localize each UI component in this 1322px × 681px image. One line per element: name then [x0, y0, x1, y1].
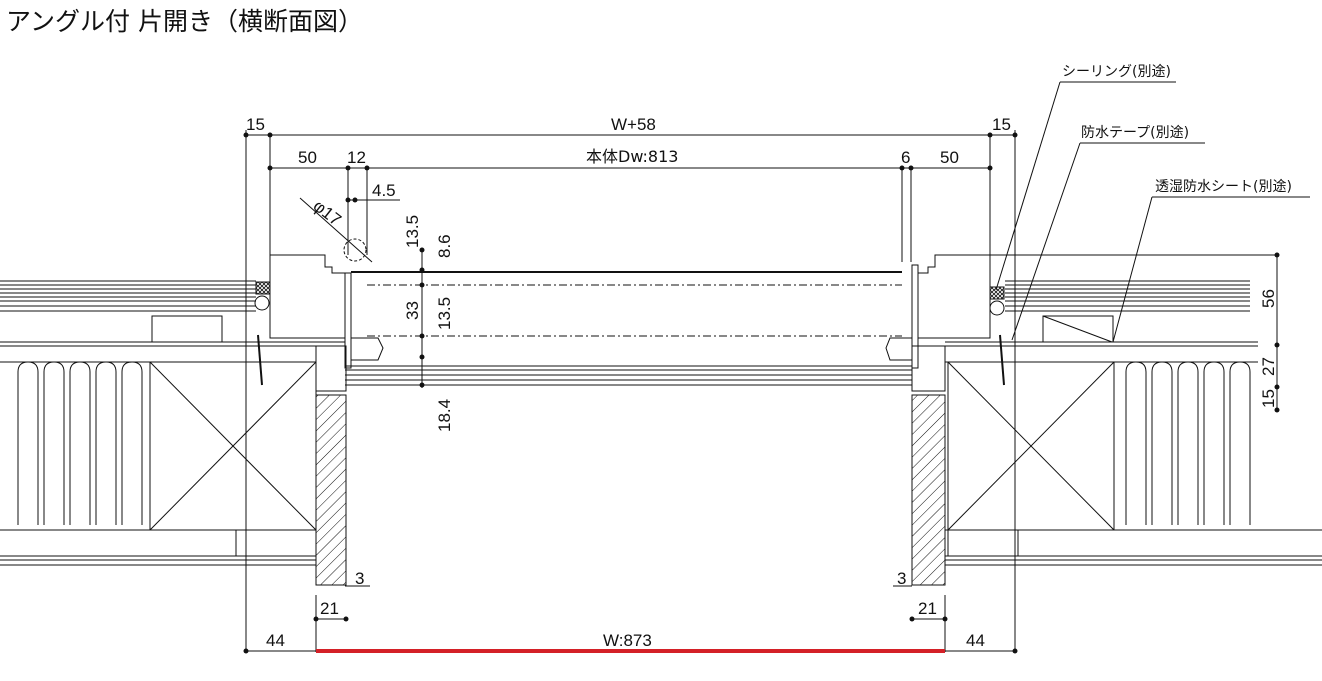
callout-waterproof-tape: 防水テープ(別途)	[1081, 124, 1189, 141]
dim-4-5: 4.5	[372, 181, 396, 200]
dim-v33: 33	[403, 301, 422, 320]
wall-right	[945, 280, 1322, 566]
callout-breathable-sheet: 透湿防水シート(別途)	[1155, 178, 1292, 195]
dim-v18-4: 18.4	[435, 399, 454, 432]
dimension-lines	[243, 130, 1280, 654]
dim-left-50: 50	[298, 148, 317, 167]
drawing-title: アングル付 片開き（横断面図）	[6, 7, 363, 36]
jamb-right	[911, 394, 946, 586]
dim-r56: 56	[1259, 289, 1278, 308]
jamb-left	[315, 394, 347, 586]
dim-left-12: 12	[347, 148, 366, 167]
dim-v8-6: 8.6	[435, 234, 454, 258]
dim-right-50: 50	[940, 148, 959, 167]
dim-r27: 27	[1259, 357, 1278, 376]
dim-right-21: 21	[918, 599, 937, 618]
dim-overall: W+58	[611, 115, 656, 134]
callout-leaders	[995, 81, 1310, 343]
dim-v13-5a: 13.5	[403, 215, 422, 248]
dim-top-right-15: 15	[992, 115, 1011, 134]
dim-phi17: φ17	[310, 196, 345, 229]
dim-left-3: 3	[355, 569, 364, 588]
dim-v13-5b: 13.5	[435, 297, 454, 330]
door-frame	[269, 254, 991, 392]
dim-right-3: 3	[897, 569, 906, 588]
dim-r15: 15	[1259, 389, 1278, 408]
wall-left	[0, 280, 345, 566]
dim-top-left-15: 15	[246, 115, 265, 134]
dim-left-21: 21	[320, 599, 339, 618]
callout-sealing: シーリング(別途)	[1062, 63, 1171, 80]
dim-body: 本体Dw:813	[586, 147, 678, 166]
dim-right-6: 6	[901, 148, 910, 167]
dim-opening: W:873	[603, 631, 652, 650]
dim-right-44: 44	[966, 631, 985, 650]
dim-left-44: 44	[266, 631, 285, 650]
